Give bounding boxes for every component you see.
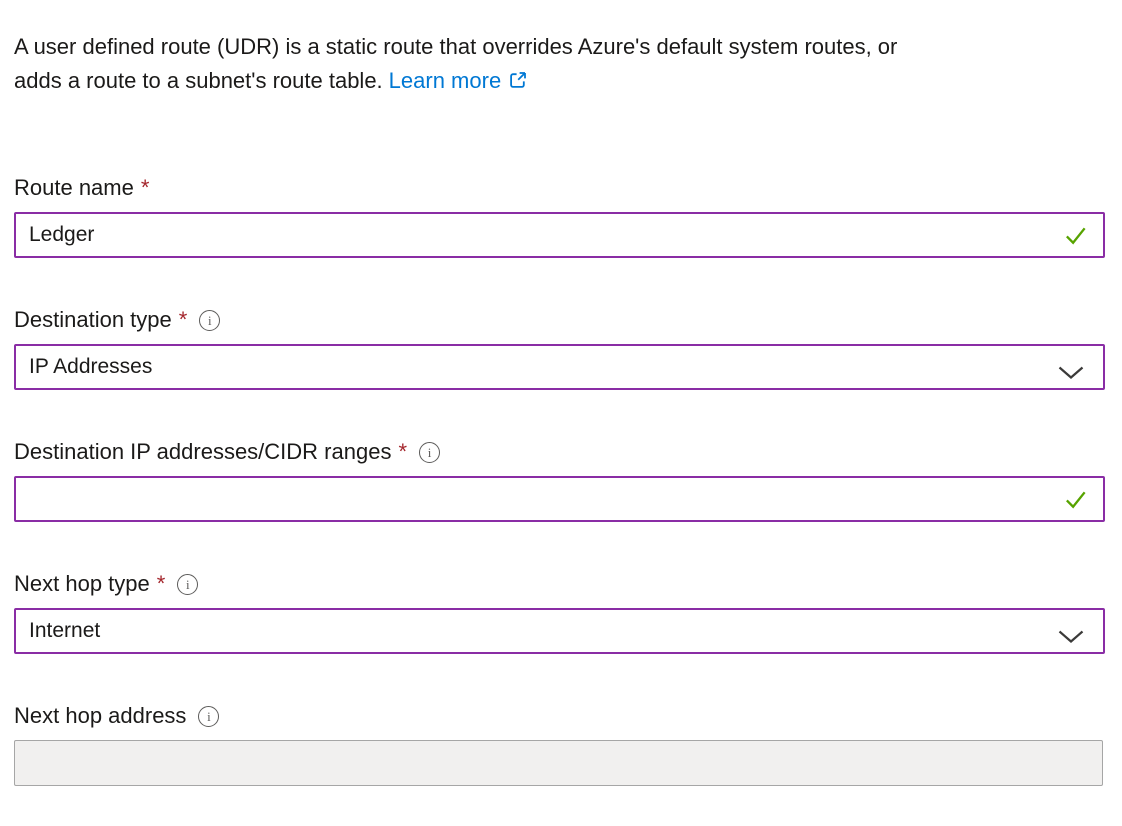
field-destination-type: Destination type * i IP Addresses: [14, 306, 1105, 390]
destination-type-dropdown[interactable]: IP Addresses: [14, 344, 1105, 390]
chevron-down-icon: [1058, 626, 1084, 650]
udr-description-line1: A user defined route (UDR) is a static r…: [14, 34, 898, 59]
destination-ip-label-text: Destination IP addresses/CIDR ranges: [14, 439, 392, 464]
info-icon[interactable]: i: [198, 705, 220, 727]
external-link-icon: [508, 70, 528, 95]
route-name-input[interactable]: [14, 212, 1105, 258]
route-name-label: Route name *: [14, 174, 1105, 202]
next-hop-type-label: Next hop type * i: [14, 570, 1105, 598]
required-asterisk: *: [178, 307, 188, 332]
destination-type-selected-value: IP Addresses: [29, 355, 153, 378]
udr-description: A user defined route (UDR) is a static r…: [14, 30, 1105, 100]
next-hop-address-input: [14, 740, 1103, 786]
field-next-hop-type: Next hop type * i Internet: [14, 570, 1105, 654]
destination-ip-input[interactable]: [14, 476, 1105, 522]
next-hop-type-selected-value: Internet: [29, 619, 101, 642]
destination-type-label-text: Destination type: [14, 307, 172, 332]
field-route-name: Route name *: [14, 174, 1105, 258]
destination-ip-label: Destination IP addresses/CIDR ranges * i: [14, 438, 1105, 466]
chevron-down-icon: [1058, 362, 1084, 386]
field-destination-ip: Destination IP addresses/CIDR ranges * i: [14, 438, 1105, 522]
required-asterisk: *: [140, 175, 150, 200]
next-hop-type-dropdown[interactable]: Internet: [14, 608, 1105, 654]
info-icon[interactable]: i: [177, 573, 199, 595]
info-icon[interactable]: i: [419, 441, 441, 463]
add-route-form: A user defined route (UDR) is a static r…: [14, 30, 1105, 786]
required-asterisk: *: [398, 439, 408, 464]
info-icon[interactable]: i: [199, 309, 221, 331]
learn-more-link[interactable]: Learn more: [388, 68, 502, 93]
destination-type-label: Destination type * i: [14, 306, 1105, 334]
field-next-hop-address: Next hop address i: [14, 702, 1105, 786]
next-hop-type-label-text: Next hop type: [14, 571, 150, 596]
required-asterisk: *: [156, 571, 166, 596]
route-name-label-text: Route name: [14, 175, 134, 200]
udr-description-line2: adds a route to a subnet's route table.L…: [14, 64, 1105, 100]
next-hop-address-label: Next hop address i: [14, 702, 1105, 730]
udr-description-line2-text: adds a route to a subnet's route table.: [14, 68, 383, 93]
next-hop-address-label-text: Next hop address: [14, 703, 187, 728]
